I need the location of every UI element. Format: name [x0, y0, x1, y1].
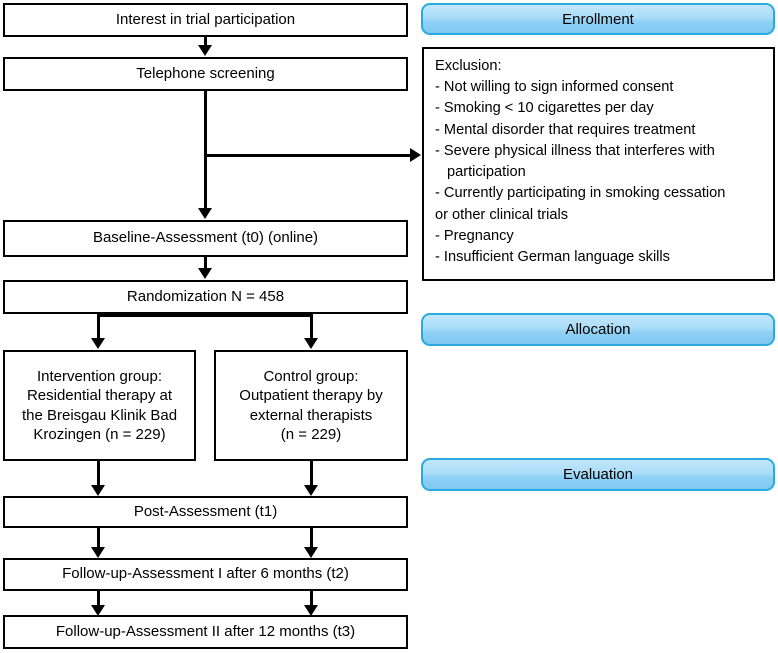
node-randomization: Randomization N = 458 — [3, 280, 408, 314]
arrow-randomization-to-control — [304, 338, 318, 349]
connector-followup1-to-followup2-left — [97, 591, 100, 608]
connector-post-to-followup1-right — [310, 528, 313, 550]
node-label-line-2: Outpatient therapy by — [239, 387, 383, 404]
node-label-line-3: the Breisgau Klinik Bad — [21, 406, 178, 424]
node-label: Follow-up-Assessment I after 6 months (t… — [62, 565, 349, 583]
exclusion-item-3: - Mental disorder that requires treatmen… — [435, 121, 696, 138]
node-label-line-4: Krozingen (n = 229) — [33, 426, 166, 443]
exclusion-item-4: - Severe physical illness that interfere… — [435, 142, 715, 159]
node-baseline-assessment: Baseline-Assessment (t0) (online) — [3, 220, 408, 257]
node-followup-assessment-2: Follow-up-Assessment II after 12 months … — [3, 615, 408, 649]
phase-label: Evaluation — [562, 466, 634, 483]
connector-interest-to-telephone — [204, 37, 207, 47]
exclusion-item-6: - Pregnancy — [435, 227, 514, 244]
connector-telephone-trunk — [204, 91, 207, 210]
exclusion-heading: Exclusion: — [435, 58, 502, 74]
connector-followup1-to-followup2-right — [310, 591, 313, 608]
node-followup-assessment-1: Follow-up-Assessment I after 6 months (t… — [3, 558, 408, 591]
node-telephone-screening: Telephone screening — [3, 57, 408, 91]
node-label: Randomization N = 458 — [126, 287, 285, 305]
node-intervention-group: Intervention group: Residential therapy … — [3, 350, 196, 461]
node-control-group: Control group: Outpatient therapy by ext… — [214, 350, 408, 461]
exclusion-item-1: - Not willing to sign informed consent — [435, 79, 674, 96]
connector-post-to-followup1-left — [97, 528, 100, 550]
node-label-line-2: Residential therapy at — [26, 387, 173, 404]
arrow-telephone-to-baseline — [198, 208, 212, 219]
connector-randomization-split — [97, 314, 313, 317]
phase-banner-enrollment: Enrollment — [421, 3, 775, 35]
arrow-baseline-to-randomization — [198, 268, 212, 279]
exclusion-item-2: - Smoking < 10 cigarettes per day — [435, 100, 654, 117]
connector-telephone-to-exclusion — [204, 154, 411, 157]
exclusion-item-5: - Currently participating in smoking ces… — [435, 185, 726, 202]
connector-randomization-to-intervention — [97, 314, 100, 340]
node-label: Baseline-Assessment (t0) (online) — [92, 229, 319, 247]
node-label-line-1: Control group: — [263, 367, 359, 385]
arrow-post-to-followup1-left — [91, 547, 105, 558]
connector-baseline-to-randomization — [204, 257, 207, 270]
arrow-interest-to-telephone — [198, 45, 212, 56]
phase-banner-evaluation: Evaluation — [421, 458, 775, 491]
arrow-followup1-to-followup2-right — [304, 605, 318, 616]
connector-intervention-to-post — [97, 461, 100, 488]
node-label-line-3: external therapists — [249, 406, 373, 424]
node-label: Post-Assessment (t1) — [133, 502, 278, 520]
arrow-telephone-to-exclusion — [410, 148, 421, 162]
node-label: Follow-up-Assessment II after 12 months … — [55, 622, 356, 640]
exclusion-item-5-continuation: or other clinical trials — [435, 206, 569, 223]
node-label: Interest in trial participation — [115, 10, 296, 28]
arrow-intervention-to-post — [91, 485, 105, 496]
phase-label: Allocation — [565, 321, 631, 338]
exclusion-item-4-continuation: participation — [447, 164, 526, 181]
connector-randomization-to-control — [310, 314, 313, 340]
connector-control-to-post — [310, 461, 313, 488]
node-label-line-4: (n = 229) — [280, 426, 342, 443]
node-interest-in-trial-participation: Interest in trial participation — [3, 3, 408, 37]
arrow-followup1-to-followup2-left — [91, 605, 105, 616]
node-label-line-1: Intervention group: — [36, 367, 163, 385]
phase-label: Enrollment — [562, 10, 634, 28]
node-exclusion-criteria: Exclusion: - Not willing to sign informe… — [422, 47, 775, 281]
phase-banner-allocation: Allocation — [421, 313, 775, 346]
arrow-control-to-post — [304, 485, 318, 496]
arrow-randomization-to-intervention — [91, 338, 105, 349]
node-post-assessment: Post-Assessment (t1) — [3, 496, 408, 528]
arrow-post-to-followup1-right — [304, 547, 318, 558]
exclusion-item-7: - Insufficient German language skills — [435, 248, 670, 265]
node-label: Telephone screening — [136, 64, 275, 82]
